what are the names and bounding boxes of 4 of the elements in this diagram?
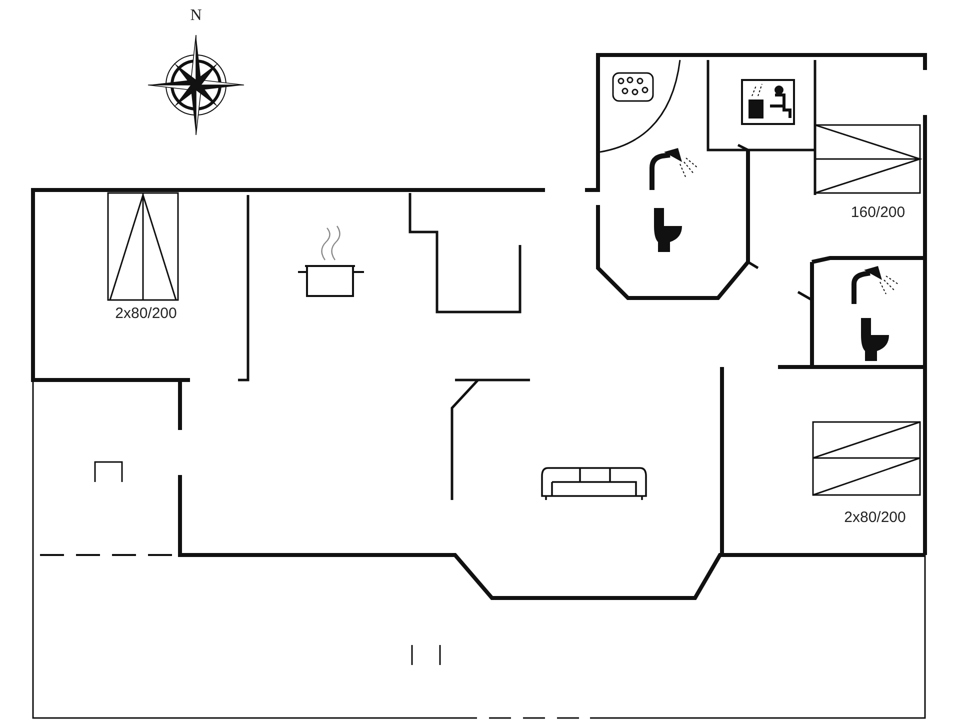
bed-size-label: 2x80/200 [115,306,177,321]
north-label: N [190,8,202,24]
bed-size-label: 160/200 [850,205,906,220]
bed-size-label: 2x80/200 [844,510,906,525]
